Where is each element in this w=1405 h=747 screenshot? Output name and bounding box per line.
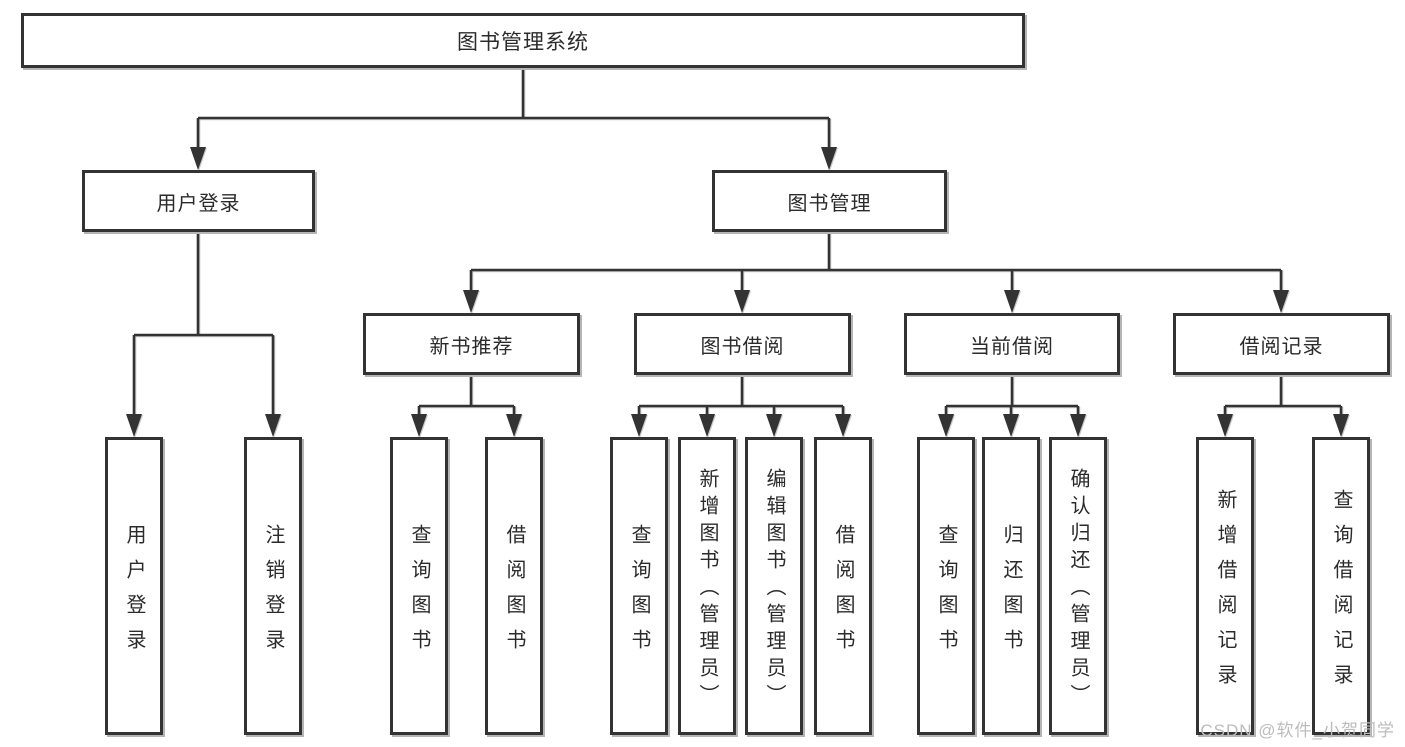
leaf-add-books-admin: 新增图书（管理员） <box>678 437 736 735</box>
node-current-borrowing: 当前借阅 <box>904 313 1120 375</box>
node-new-book-recommend: 新书推荐 <box>363 313 580 375</box>
leaf-confirm-return-admin: 确认归还（管理员） <box>1049 437 1107 735</box>
node-label: 当前借阅 <box>970 335 1054 358</box>
leaf-query-books-recommend: 查询图书 <box>390 437 448 735</box>
leaf-label: 查询借阅记录 <box>1330 488 1352 699</box>
leaf-query-borrow-record: 查询借阅记录 <box>1312 437 1370 735</box>
leaf-label: 查询图书 <box>935 523 957 664</box>
node-label: 图书管理系统 <box>457 30 589 54</box>
leaf-edit-books-admin: 编辑图书（管理员） <box>745 437 803 735</box>
leaf-borrow-books-recommend: 借阅图书 <box>485 437 543 735</box>
node-label: 图书管理 <box>787 192 872 215</box>
leaf-label: 编辑图书（管理员） <box>763 468 785 711</box>
leaf-label: 借阅图书 <box>832 523 854 664</box>
node-borrow-records: 借阅记录 <box>1173 313 1390 375</box>
leaf-return-books: 归还图书 <box>982 437 1040 735</box>
leaf-user-login: 用户登录 <box>105 437 163 735</box>
node-library-management-system: 图书管理系统 <box>21 13 1025 68</box>
node-label: 新书推荐 <box>429 335 514 358</box>
leaf-label: 查询图书 <box>408 523 430 664</box>
leaf-label: 查询图书 <box>628 523 650 664</box>
leaf-label: 注销登录 <box>262 523 284 664</box>
leaf-label: 新增借阅记录 <box>1214 488 1236 699</box>
node-label: 借阅记录 <box>1239 335 1324 358</box>
leaf-borrow-books: 借阅图书 <box>814 437 872 735</box>
node-user-login: 用户登录 <box>82 170 315 232</box>
leaf-label: 用户登录 <box>123 523 145 664</box>
arrowheads <box>126 147 1349 437</box>
node-book-management: 图书管理 <box>712 170 947 232</box>
leaf-query-books-borrow: 查询图书 <box>610 437 668 735</box>
leaf-label: 借阅图书 <box>503 523 525 664</box>
leaf-query-books-current: 查询图书 <box>917 437 975 735</box>
leaf-add-borrow-record: 新增借阅记录 <box>1196 437 1254 735</box>
leaf-label: 确认归还（管理员） <box>1067 468 1089 711</box>
node-label: 用户登录 <box>156 192 241 215</box>
node-book-borrowing: 图书借阅 <box>634 313 851 375</box>
leaf-logout: 注销登录 <box>244 437 302 735</box>
node-label: 图书借阅 <box>700 335 785 358</box>
csdn-watermark: CSDN @软件_小贺同学 <box>1200 721 1395 740</box>
leaf-label: 归还图书 <box>1000 523 1022 664</box>
leaf-label: 新增图书（管理员） <box>696 468 718 711</box>
